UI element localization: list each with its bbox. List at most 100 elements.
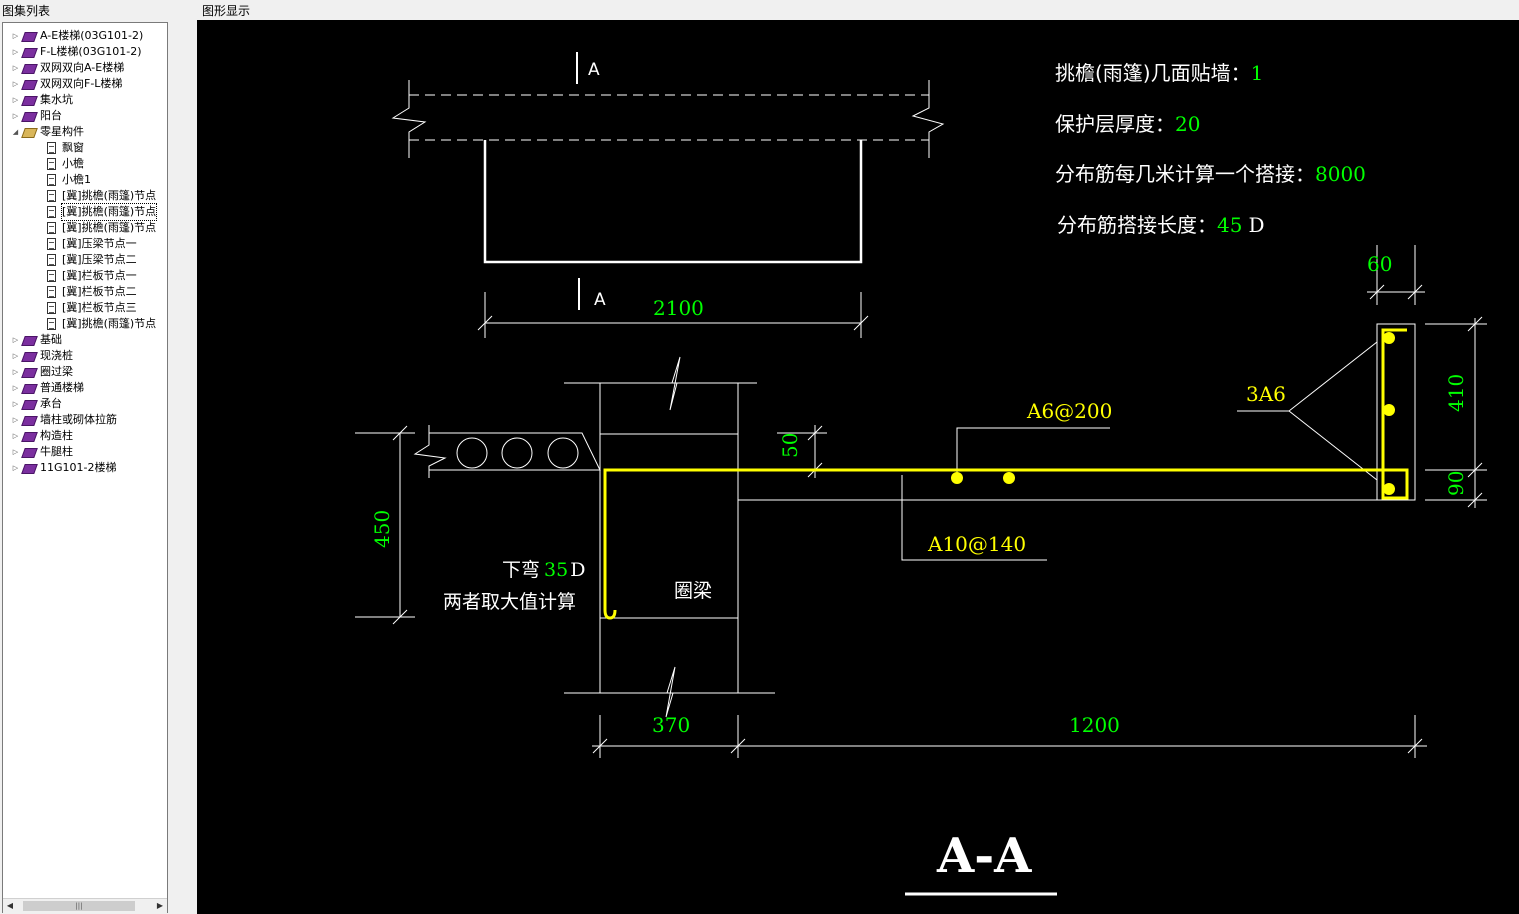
tree-item-label: 牛腿柱 (40, 445, 73, 458)
tree-panel-title: 图集列表 (2, 4, 51, 18)
expand-icon[interactable]: ▷ (12, 368, 19, 376)
book-icon (21, 351, 37, 362)
tree-item[interactable]: ▷ A-E楼梯(03G101-2) (11, 28, 143, 44)
tree-item[interactable]: ▷承台 (11, 396, 62, 412)
tree-item[interactable]: ▷双网双向A-E楼梯 (11, 60, 124, 76)
expand-icon[interactable]: ▷ (12, 96, 19, 104)
tree-item[interactable]: ◢ 零星构件 (11, 124, 84, 140)
dim-lip-height: 410 (1444, 374, 1468, 412)
param-cover: 保护层厚度：20 (1055, 112, 1200, 136)
expand-icon[interactable]: ▷ (12, 336, 19, 344)
expand-icon[interactable]: ▷ (12, 64, 19, 72)
doc-icon (47, 254, 56, 266)
tree-item[interactable]: 小檐 (47, 156, 84, 172)
tree-item[interactable]: ▷ 现浇桩 (11, 348, 73, 364)
tree-item[interactable]: [冀]栏板节点二 (47, 284, 137, 300)
tree-item-label: [冀]栏板节点三 (62, 301, 137, 314)
doc-icon (47, 302, 56, 314)
expand-icon[interactable]: ▷ (12, 352, 19, 360)
tree-item[interactable]: [冀]挑檐(雨篷)节点 (47, 188, 156, 204)
drawing-canvas[interactable]: A A 2100 挑檐(雨篷)几面贴墙：1 保护层厚度：20 分布筋每几米计算一… (197, 20, 1519, 914)
doc-icon (47, 238, 56, 250)
tree-item[interactable]: ▷F-L楼梯(03G101-2) (11, 44, 142, 60)
book-icon (21, 383, 37, 394)
expand-icon[interactable]: ▷ (12, 384, 19, 392)
tree-item-label: [冀]压梁节点二 (62, 253, 137, 266)
tree-item[interactable]: ▷ 阳台 (11, 108, 62, 124)
tree-item-label: 现浇桩 (40, 349, 73, 362)
expand-icon[interactable]: ▷ (12, 48, 19, 56)
book-open-icon (21, 127, 37, 138)
book-icon (21, 47, 37, 58)
doc-icon (47, 206, 56, 218)
tree-item[interactable]: ▷11G101-2楼梯 (11, 460, 117, 476)
tree-item[interactable]: [冀]栏板节点三 (47, 300, 137, 316)
doc-icon (47, 222, 56, 234)
book-icon (21, 463, 37, 474)
tree-item-label: 基础 (40, 333, 62, 346)
atlas-tree[interactable]: ▷ A-E楼梯(03G101-2) ▷F-L楼梯(03G101-2)▷双网双向A-E… (2, 22, 168, 913)
beam-label: 圈梁 (674, 580, 712, 602)
param-lap-interval: 分布筋每几米计算一个搭接：8000 (1055, 162, 1366, 186)
doc-icon (47, 270, 56, 282)
expand-icon[interactable]: ▷ (12, 112, 19, 120)
expand-icon[interactable]: ▷ (12, 400, 19, 408)
bend-note-line2: 两者取大值计算 (443, 591, 576, 613)
tree-item-label: 小檐1 (62, 173, 91, 186)
book-icon (21, 95, 37, 106)
tree-item-label: A-E楼梯(03G101-2) (40, 29, 144, 42)
tree-item-label: 零星构件 (40, 125, 84, 138)
doc-icon (47, 318, 56, 330)
tree-item-label: [冀]挑檐(雨篷)节点 (62, 189, 157, 202)
tree-item[interactable]: 飘窗 (47, 140, 84, 156)
tree-item[interactable]: [冀]压梁节点二 (47, 252, 137, 268)
param-wall-sides: 挑檐(雨篷)几面贴墙：1 (1055, 61, 1263, 85)
dim-lip-bottom: 90 (1444, 471, 1468, 496)
tree-item-label: 阳台 (40, 109, 62, 122)
tree-item-label: 飘窗 (62, 141, 84, 154)
dim-wall: 370 (652, 713, 690, 737)
collapse-icon[interactable]: ◢ (12, 128, 19, 136)
expand-icon[interactable]: ▷ (12, 464, 19, 472)
tree-item[interactable]: ▷ 墙柱或砌体拉筋 (11, 412, 117, 428)
tree-item[interactable]: ▷圈过梁 (11, 364, 73, 380)
expand-icon[interactable]: ▷ (12, 432, 19, 440)
tree-horizontal-scrollbar[interactable]: ◀ ||| ▶ (3, 898, 167, 913)
tree-item-label: [冀]挑檐(雨篷)节点 (60, 203, 158, 221)
tree-item[interactable]: ▷普通楼梯 (11, 380, 84, 396)
tree-item[interactable]: ▷构造柱 (11, 428, 73, 444)
book-icon (21, 335, 37, 346)
dim-top-width: 2100 (653, 296, 704, 320)
doc-icon (47, 174, 56, 186)
scroll-left-arrow-icon[interactable]: ◀ (6, 901, 14, 910)
tree-item[interactable]: [冀]挑檐(雨篷)节点 (47, 220, 156, 236)
tree-item[interactable]: [冀]挑檐(雨篷)节点 (47, 316, 156, 332)
scroll-right-arrow-icon[interactable]: ▶ (156, 901, 164, 910)
section-view (355, 245, 1487, 896)
tree-item[interactable]: ▷ 基础 (11, 332, 62, 348)
section-mark-top: A (588, 60, 600, 80)
rebar-lip-label: 3A6 (1246, 382, 1286, 406)
scroll-thumb[interactable]: ||| (23, 901, 135, 911)
expand-icon[interactable]: ▷ (12, 416, 19, 424)
book-icon (21, 447, 37, 458)
tree-item[interactable]: ▷ 集水坑 (11, 92, 73, 108)
tree-item-label: [冀]压梁节点一 (62, 237, 137, 250)
rebar-top-label: A6@200 (1026, 399, 1112, 423)
expand-icon[interactable]: ▷ (12, 448, 19, 456)
tree-item[interactable]: ▷双网双向F-L楼梯 (11, 76, 123, 92)
expand-icon[interactable]: ▷ (12, 80, 19, 88)
tree-item-label: 集水坑 (40, 93, 73, 106)
tree-item[interactable]: [冀]压梁节点一 (47, 236, 137, 252)
expand-icon[interactable]: ▷ (12, 32, 19, 40)
tree-item[interactable]: [冀]栏板节点一 (47, 268, 137, 284)
doc-icon (47, 142, 56, 154)
tree-item-label: 墙柱或砌体拉筋 (40, 413, 117, 426)
tree-item[interactable]: [冀]挑檐(雨篷)节点 (47, 203, 158, 221)
dim-overhang: 1200 (1069, 713, 1120, 737)
book-icon (21, 415, 37, 426)
tree-item[interactable]: ▷ 牛腿柱 (11, 444, 73, 460)
book-icon (21, 31, 37, 42)
tree-item[interactable]: 小檐1 (47, 172, 91, 188)
